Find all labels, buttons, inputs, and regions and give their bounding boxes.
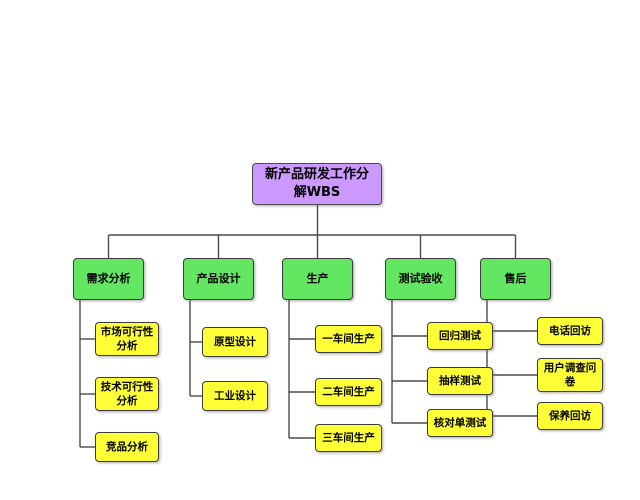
leaf-node-regression-test: 回归测试 (427, 322, 493, 350)
branch-node-product-design: 产品设计 (183, 258, 254, 300)
leaf-node-maintenance-followup: 保养回访 (537, 402, 603, 430)
leaf-node-phone-followup: 电话回访 (537, 317, 603, 345)
branch-node-production: 生产 (282, 258, 353, 300)
branch-node-test-acceptance: 测试验收 (385, 258, 456, 300)
leaf-node-market-feasibility-analysis: 市场可行性分析 (95, 322, 159, 356)
branch-node-after-sales: 售后 (480, 258, 551, 300)
leaf-node-prototype-design: 原型设计 (202, 327, 268, 357)
leaf-node-industrial-design: 工业设计 (202, 381, 268, 411)
leaf-node-sampling-test: 抽样测试 (427, 367, 493, 395)
leaf-node-technical-feasibility-analysis: 技术可行性分析 (95, 377, 159, 411)
leaf-node-workshop2-production: 二车间生产 (315, 378, 382, 406)
leaf-node-checklist-test: 核对单测试 (427, 409, 493, 437)
connector-group (79, 205, 537, 448)
leaf-node-workshop3-production: 三车间生产 (315, 424, 382, 452)
leaf-node-workshop1-production: 一车间生产 (315, 325, 382, 353)
leaf-node-user-survey-questionnaire: 用户调查问卷 (537, 358, 603, 392)
leaf-node-competitor-analysis: 竞品分析 (95, 432, 159, 462)
root-node-wbs: 新产品研发工作分解WBS (252, 163, 382, 205)
branch-node-requirements-analysis: 需求分析 (73, 258, 144, 300)
